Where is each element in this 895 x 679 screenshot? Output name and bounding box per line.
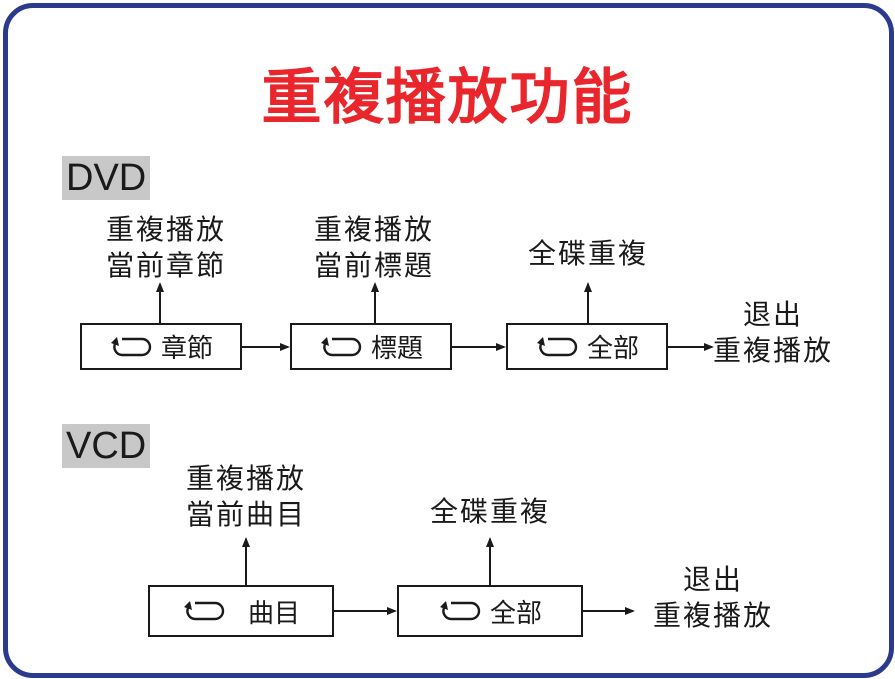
vcd-all-caption: 全碟重複 [420,494,560,530]
vcd-exit-line2: 重複播放 [652,599,773,632]
vcd-track-caption-line2: 當前曲目 [185,498,306,531]
dvd-exit-line1: 退出 [742,298,803,331]
vcd-all-box-label: 全部 [489,598,542,629]
dvd-chapter-caption-line2: 當前章節 [105,249,226,282]
dvd-exit-caption: 退出 重複播放 [708,297,838,369]
dvd-title-box: 標題 [290,323,452,370]
repeat-icon [320,336,362,356]
vcd-section-label: VCD [62,424,151,468]
dvd-all-caption: 全碟重複 [518,236,658,272]
vcd-track-box-label: 曲目 [247,598,300,629]
vcd-track-caption-line1: 重複播放 [185,462,306,495]
dvd-title-box-label: 標題 [370,334,423,364]
dvd-chapter-caption-line1: 重複播放 [105,213,226,246]
repeat-icon [110,336,152,356]
dvd-all-box-label: 全部 [586,334,639,364]
dvd-section-label: DVD [62,156,151,200]
page-title: 重複播放功能 [261,63,634,133]
dvd-exit-line2: 重複播放 [712,334,833,367]
vcd-all-box: 全部 [397,585,583,637]
vcd-track-caption: 重複播放 當前曲目 [176,461,316,533]
repeat-icon [183,601,225,621]
dvd-chapter-box-label: 章節 [160,334,213,364]
dvd-all-box: 全部 [506,323,668,370]
dvd-title-caption: 重複播放 當前標題 [304,212,444,284]
dvd-chapter-caption: 重複播放 當前章節 [96,212,236,284]
repeat-icon [439,601,481,621]
dvd-title-caption-line1: 重複播放 [313,213,434,246]
vcd-exit-caption: 退出 重複播放 [648,562,778,634]
vcd-all-caption-line1: 全碟重複 [429,495,550,528]
dvd-chapter-box: 章節 [80,323,242,370]
dvd-title-caption-line2: 當前標題 [313,249,434,282]
vcd-exit-line1: 退出 [682,563,743,596]
dvd-all-caption-line1: 全碟重複 [527,237,648,270]
vcd-track-box: 曲目 [148,585,334,637]
repeat-icon [536,336,578,356]
